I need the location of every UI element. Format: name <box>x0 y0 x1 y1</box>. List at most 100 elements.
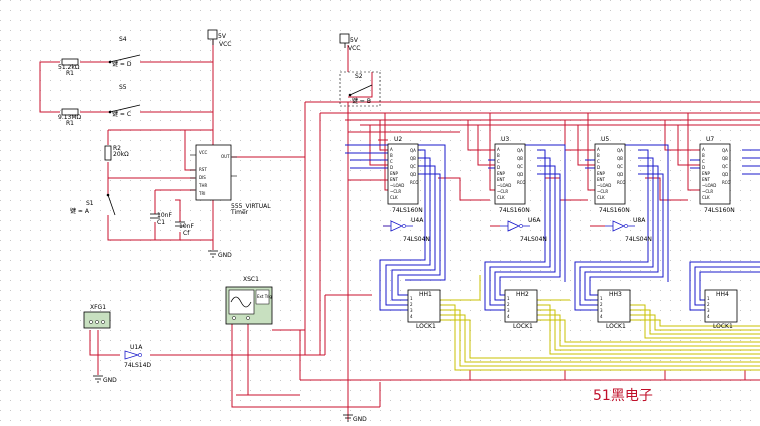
switch-s2[interactable]: S2 键 = B <box>339 71 381 107</box>
svg-text:2: 2 <box>507 302 510 307</box>
switch-s5[interactable]: S5 键 = C <box>108 84 141 118</box>
gnd-label: GND <box>353 416 367 423</box>
svg-text:2: 2 <box>410 302 413 307</box>
counter-part: 74LS160N <box>392 207 423 214</box>
svg-text:ENP: ENP <box>597 171 606 176</box>
svg-text:A: A <box>597 147 600 152</box>
svg-text:B: B <box>597 153 600 158</box>
blue-buses <box>345 144 760 311</box>
switch-s4[interactable]: S4 键 = D <box>108 36 141 68</box>
svg-text:RCO: RCO <box>722 180 731 185</box>
resistor-r2: R2 20kΩ <box>104 145 129 161</box>
svg-text:~LOAD: ~LOAD <box>597 183 611 188</box>
timer-555[interactable]: VCC RST DIS THR TRI OUT 555_VIRTUAL Time… <box>190 144 271 216</box>
svg-text:QD: QD <box>617 172 623 177</box>
red-wires <box>39 40 760 420</box>
svg-text:QB: QB <box>617 156 623 161</box>
svg-text:1: 1 <box>507 296 510 301</box>
svg-text:THR: THR <box>198 183 207 188</box>
svg-text:D: D <box>702 165 705 170</box>
oscilloscope[interactable]: Ext Trig XSC1 <box>225 276 273 325</box>
svg-text:D: D <box>497 165 500 170</box>
svg-text:~LOAD: ~LOAD <box>390 183 404 188</box>
inverter-ref: U8A <box>633 217 646 224</box>
timer-label: 555_VIRTUAL <box>231 203 271 210</box>
svg-text:QC: QC <box>410 164 416 169</box>
svg-text:QD: QD <box>517 172 523 177</box>
counter-74ls160n[interactable]: ABCDENPENT~LOAD~CLRCLKQAQBQCQDRCOU574LS1… <box>594 136 630 214</box>
gnd-label: GND <box>218 252 232 259</box>
resistor-ref: R1 <box>66 70 74 77</box>
counter-ref: U7 <box>706 136 714 143</box>
svg-text:CLK: CLK <box>390 195 398 200</box>
svg-text:QC: QC <box>722 164 728 169</box>
display-ref: HH4 <box>716 291 729 298</box>
svg-text:QA: QA <box>517 148 523 153</box>
svg-text:C: C <box>497 159 500 164</box>
counter-74ls160n[interactable]: ABCDENPENT~LOAD~CLRCLKQAQBQCQDRCOU374LS1… <box>494 136 530 214</box>
counter-74ls160n[interactable]: ABCDENPENT~LOAD~CLRCLKQAQBQCQDRCOU274LS1… <box>387 136 423 214</box>
svg-text:A: A <box>390 147 393 152</box>
display-sub: LOCK1 <box>713 323 733 330</box>
svg-text:C: C <box>702 159 705 164</box>
vcc-symbol: 5V VCC <box>339 33 360 52</box>
function-generator[interactable]: XFG1 <box>83 304 111 329</box>
svg-text:4: 4 <box>507 314 510 319</box>
capacitor-value: 10nF <box>157 212 172 219</box>
svg-text:3: 3 <box>600 308 603 313</box>
svg-text:ENP: ENP <box>497 171 506 176</box>
resistor-ref: R2 <box>113 145 121 152</box>
svg-text:4: 4 <box>600 314 603 319</box>
svg-text:CLK: CLK <box>702 195 710 200</box>
svg-text:CLK: CLK <box>497 195 505 200</box>
svg-text:TRI: TRI <box>198 191 205 196</box>
svg-text:1: 1 <box>410 296 413 301</box>
svg-text:~CLR: ~CLR <box>497 189 508 194</box>
counter-74ls160n[interactable]: ABCDENPENT~LOAD~CLRCLKQAQBQCQDRCOU774LS1… <box>699 136 735 214</box>
svg-text:RST: RST <box>199 167 207 172</box>
display-ref: HH1 <box>419 291 432 298</box>
svg-text:~LOAD: ~LOAD <box>702 183 716 188</box>
resistor-value: 9.13MΩ <box>58 114 82 121</box>
svg-text:QB: QB <box>410 156 416 161</box>
svg-text:VCC: VCC <box>199 150 208 155</box>
watermark: 51黑电子 <box>593 388 653 404</box>
xsc-label: XSC1 <box>243 276 259 283</box>
svg-text:~CLR: ~CLR <box>597 189 608 194</box>
svg-text:2: 2 <box>600 302 603 307</box>
capacitor-value: 10nF <box>179 223 194 230</box>
ground-symbol: GND <box>208 250 232 259</box>
svg-text:QA: QA <box>410 148 416 153</box>
svg-text:~CLR: ~CLR <box>702 189 713 194</box>
svg-text:ENT: ENT <box>497 177 506 182</box>
svg-text:1: 1 <box>600 296 603 301</box>
svg-text:4: 4 <box>410 314 413 319</box>
svg-text:Ext Trig: Ext Trig <box>257 294 272 299</box>
display-ref: HH2 <box>516 291 529 298</box>
resistor-ref: R1 <box>66 120 74 127</box>
svg-text:RCO: RCO <box>617 180 626 185</box>
switch-s1[interactable]: S1 键 = A <box>70 193 116 216</box>
svg-text:ENP: ENP <box>390 171 399 176</box>
svg-text:RCO: RCO <box>517 180 526 185</box>
vcc-name-label: VCC <box>348 45 360 52</box>
switch-key: 键 = A <box>70 207 90 215</box>
svg-text:C: C <box>597 159 600 164</box>
switch-ref: S4 <box>119 36 127 43</box>
resistor-value: 20kΩ <box>113 151 129 158</box>
svg-text:C: C <box>390 159 393 164</box>
resistor-r1b: 9.13MΩ R1 <box>58 108 82 127</box>
svg-text:D: D <box>597 165 600 170</box>
display-sub: LOCK1 <box>416 323 436 330</box>
svg-text:QC: QC <box>617 164 623 169</box>
svg-text:ENT: ENT <box>702 177 711 182</box>
svg-text:~CLR: ~CLR <box>390 189 401 194</box>
